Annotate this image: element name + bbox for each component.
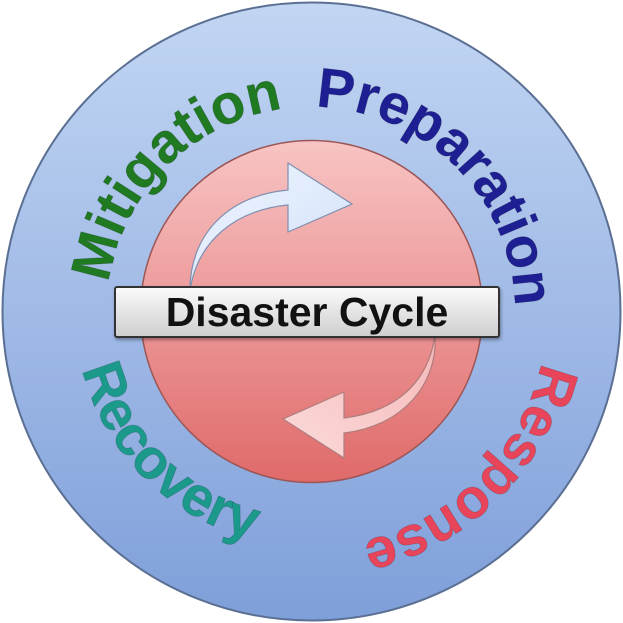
diagram-title: Disaster Cycle <box>114 286 500 338</box>
cycle-arrow-bottom <box>281 334 436 460</box>
cycle-arrow-top <box>189 161 354 291</box>
